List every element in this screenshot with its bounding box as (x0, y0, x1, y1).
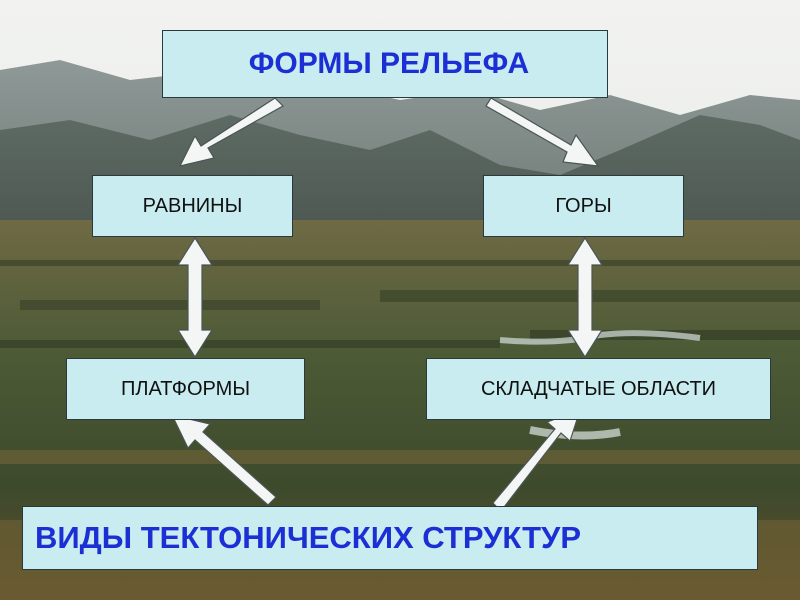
folded-areas-box: СКЛАДЧАТЫЕ ОБЛАСТИ (426, 358, 771, 420)
platforms-label: ПЛАТФОРМЫ (120, 377, 251, 400)
plains-label: РАВНИНЫ (142, 194, 243, 217)
arrow-to-folded (492, 409, 581, 512)
arrow-mountains-folded (566, 236, 604, 359)
platforms-box: ПЛАТФОРМЫ (66, 358, 305, 420)
arrow-to-plains (178, 97, 284, 167)
relief-forms-label: ФОРМЫ РЕЛЬЕФА (248, 47, 530, 80)
arrow-to-mountains (485, 97, 600, 167)
arrow-to-platforms (170, 414, 277, 506)
folded-areas-label: СКЛАДЧАТЫЕ ОБЛАСТИ (480, 377, 717, 400)
arrow-plains-platforms (176, 236, 214, 359)
relief-forms-box: ФОРМЫ РЕЛЬЕФА (162, 30, 608, 98)
tectonic-structures-box: ВИДЫ ТЕКТОНИЧЕСКИХ СТРУКТУР (22, 506, 758, 570)
tectonic-structures-label: ВИДЫ ТЕКТОНИЧЕСКИХ СТРУКТУР (35, 520, 581, 555)
mountains-box: ГОРЫ (483, 175, 684, 237)
mountains-label: ГОРЫ (555, 194, 612, 217)
plains-box: РАВНИНЫ (92, 175, 293, 237)
